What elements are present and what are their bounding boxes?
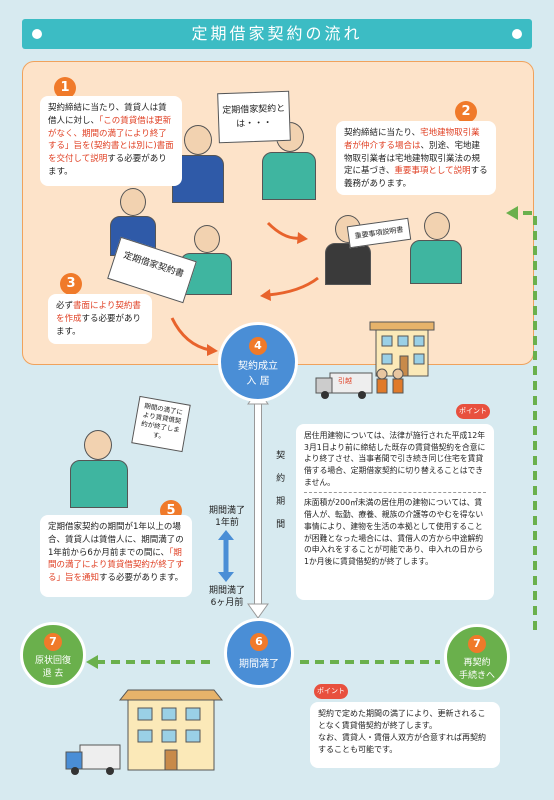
step5-highlight: 「期間の満了により賃貸借契約が終了する」旨を通知	[48, 547, 184, 584]
step2-text-mid: 、別途、宅地建物取引業者は宅地建物取引業法の規定に基づき、	[344, 140, 481, 177]
step7-restore-circle: 7 原状回復 退 去	[20, 622, 86, 688]
step2-tail: する義務があります。	[344, 166, 488, 189]
point-box-1: 居住用建物については、法律が施行された平成12年3月1日より前に締結した既存の賃…	[296, 424, 494, 600]
step7-left-label: 原状回復	[34, 656, 71, 666]
point-box-2: 契約で定めた期間の満了により、更新されることなく賃貸借契約が終了します。 なお、…	[310, 702, 500, 768]
point2-paragraph-2: なお、賃貸人・賃借人双方が合意すれば再契約することも可能です。	[318, 733, 486, 754]
step1-number: 1	[54, 77, 76, 99]
step2-highlight-2: 重要事項として説明	[394, 166, 471, 177]
step1-tail: する必要があります。	[48, 154, 167, 177]
step5-box: 定期借家契約の期間が1年以上の場合、賃貸人は賃借人に、期間満了の1年前から6か月…	[40, 515, 192, 597]
step7-right-label: 再契約	[463, 658, 491, 668]
step7-right-sublabel: 手続きへ	[458, 671, 495, 681]
step6-expiry-circle: 6 期間満了	[224, 618, 294, 688]
contract-period-label: 契約期間	[270, 450, 284, 542]
step6-number: 6	[250, 633, 268, 651]
step2-number: 2	[455, 101, 477, 123]
six-months-before-label: 期間満了 6ヶ月前	[208, 586, 245, 608]
point1-paragraph-2: 床面積が200㎡未満の居住用の建物については、賃借人が、転勤、療養、親族の介護等…	[304, 498, 484, 566]
contract-period-text: 契約期間	[274, 450, 285, 542]
step5-text: 定期借家契約の期間が1年以上の場合、賃貸人は賃借人に、期間満了の1年前から6か月…	[48, 522, 184, 558]
point-tag-2: ポイント	[314, 684, 348, 699]
step4-label: 契約成立	[238, 361, 278, 372]
notice-document: 期間の満了により賃貸借契約が終了します。	[131, 395, 191, 453]
banner-dot-left	[32, 29, 42, 39]
step1-highlight: 「この賃貸借は更新がなく、期間の満了により終了する」旨を(契約書とは別に)書面を…	[48, 115, 174, 164]
step3-box: 必ず書面により契約書を作成する必要があります。	[48, 294, 152, 344]
title-banner: 定期借家契約の流れ	[22, 19, 532, 49]
step1-text: 契約締結に当たり、賃貸人は	[48, 103, 159, 113]
point-tag-1: ポイント	[456, 404, 490, 419]
banner-dot-right	[512, 29, 522, 39]
step7-left-number: 7	[44, 633, 62, 651]
page-title: 定期借家契約の流れ	[191, 24, 363, 43]
step2-highlight-1: 宅地建物取引業者が仲介する場合は	[344, 128, 480, 151]
step7-right-number: 7	[468, 635, 486, 653]
step3-highlight: 書面により契約書を作成	[56, 301, 141, 324]
step6-label: 期間満了	[239, 659, 279, 670]
step7-left-sublabel: 退 去	[42, 669, 64, 679]
tenant-figure-3	[410, 212, 462, 284]
step3-tail: する必要があります。	[56, 313, 142, 337]
step2-text: 契約締結に当たり、	[344, 128, 421, 138]
step1-box: 契約締結に当たり、賃貸人は賃借人に対し、「この賃貸借は更新がなく、期間の満了によ…	[40, 96, 182, 186]
truck-label: 引越	[338, 377, 352, 385]
step5-tail: する必要があります。	[99, 573, 184, 583]
step3-text: 必ず	[56, 301, 74, 311]
step1-text-2: 賃借人に対し、	[48, 103, 167, 126]
explain-sheet: 定期借家契約とは・・・	[217, 90, 291, 144]
point1-paragraph-1: 居住用建物については、法律が施行された平成12年3月1日より前に締結した既存の賃…	[304, 431, 486, 487]
step4-contract-circle: 4 契約成立 入 居	[218, 322, 298, 402]
tenant-figure-4	[70, 430, 128, 508]
step7-recontract-circle: 7 再契約 手続きへ	[444, 624, 510, 690]
step2-box: 契約締結に当たり、宅地建物取引業者が仲介する場合は、別途、宅地建物取引業者は宅地…	[336, 121, 496, 195]
tenant-figure-1	[262, 122, 316, 200]
step4-number: 4	[249, 337, 267, 355]
point2-paragraph-1: 契約で定めた期間の満了により、更新されることなく賃貸借契約が終了します。	[318, 709, 486, 730]
step4-sublabel: 入 居	[246, 376, 270, 387]
one-year-before-label: 期間満了 1年前	[208, 506, 245, 528]
step3-number: 3	[60, 273, 82, 295]
